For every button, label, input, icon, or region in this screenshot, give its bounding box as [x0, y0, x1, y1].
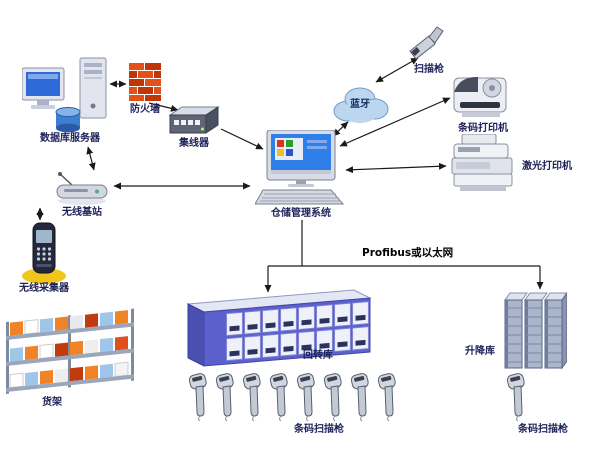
wireless-base-station-icon	[52, 172, 112, 210]
barcode-scanner-right-label: 条码扫描枪	[518, 424, 568, 435]
firewall-label: 防火墙	[130, 104, 160, 115]
barcode-printer-label: 条码打印机	[458, 123, 508, 134]
carousel-warehouse-label: 回转库	[303, 350, 333, 361]
database-server-icon	[21, 56, 118, 138]
barcode-printer-icon	[452, 70, 514, 126]
wms-computer-icon	[254, 129, 347, 210]
conn-hub-wms	[220, 128, 264, 150]
conn-wms-laserprinter	[345, 162, 447, 174]
bluetooth-cloud-label: 蓝牙	[350, 99, 370, 110]
lift-warehouse-label: 升降库	[465, 346, 495, 357]
wireless-collector-icon	[20, 222, 68, 290]
shelf-rack-label: 货架	[42, 397, 62, 408]
scanner-gun-icon	[296, 372, 318, 422]
scanner-gun-icon	[377, 372, 399, 422]
shelf-rack-icon	[5, 303, 135, 399]
wms-computer-label: 仓储管理系统	[271, 208, 331, 219]
wireless-collector-label: 无线采集器	[19, 283, 69, 294]
barcode-scanner-guns-center	[188, 352, 399, 422]
scanner-gun-icon	[215, 372, 237, 422]
scanner-gun-icon	[506, 372, 528, 422]
scanner-gun-icon	[188, 372, 210, 422]
lift-warehouse-icon	[503, 288, 568, 378]
wireless-base-station-label: 无线基站	[62, 207, 102, 218]
conn-firewall-hub	[148, 102, 179, 112]
laser-printer-label: 激光打印机	[522, 161, 572, 172]
barcode-scanner-guns-right	[506, 372, 528, 422]
conn-wms-barcodeprinter	[339, 97, 451, 147]
scanner-gun-icon	[269, 372, 291, 422]
conn-bluetooth-scangun	[375, 57, 419, 83]
scanner-gun-icon	[323, 372, 345, 422]
laser-printer-icon	[448, 133, 520, 198]
handheld-scanner-label: 扫描枪	[414, 64, 444, 75]
firewall-icon	[128, 62, 162, 106]
hub-icon	[168, 105, 220, 141]
handheld-scanner-icon	[408, 24, 450, 72]
scanner-gun-icon	[242, 372, 264, 422]
barcode-scanner-center-label: 条码扫描枪	[294, 424, 344, 435]
scanner-gun-icon	[350, 372, 372, 422]
conn-db-wirelessbase	[86, 146, 96, 171]
database-server-label: 数据库服务器	[40, 133, 100, 144]
hub-label: 集线器	[179, 138, 209, 149]
fieldbus-label: Profibus或以太网	[362, 247, 454, 259]
carousel-warehouse-icon	[180, 282, 372, 376]
